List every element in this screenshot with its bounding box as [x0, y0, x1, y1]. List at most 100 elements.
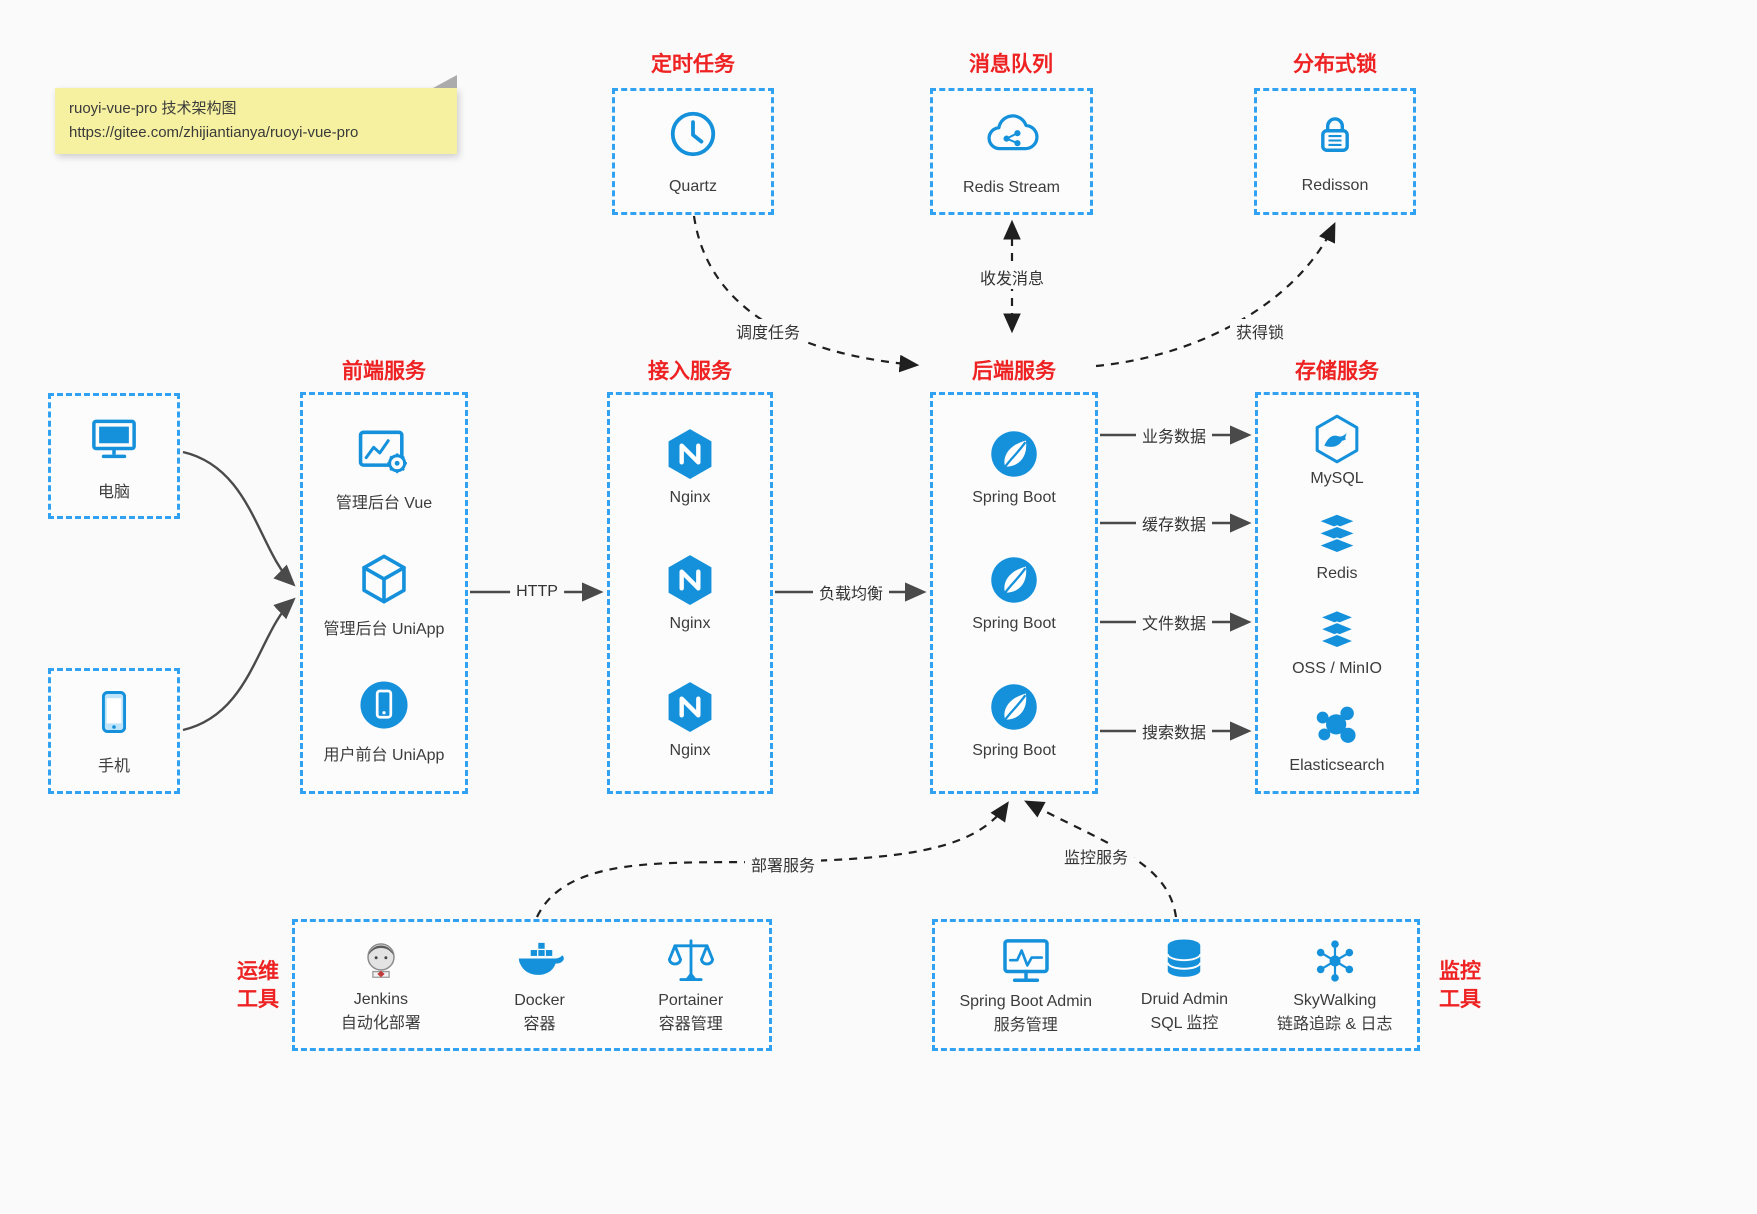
ops-tools-box: Jenkins 自动化部署 Docker 容器: [292, 919, 772, 1051]
monitoring-title-line2: 工具: [1439, 988, 1481, 1012]
quartz-box: Quartz: [612, 88, 774, 215]
desktop-icon: [86, 410, 142, 466]
oss-minio-label: OSS / MinIO: [1292, 659, 1382, 677]
sticky-note-url: https://gitee.com/zhijiantianya/ruoyi-vu…: [69, 124, 359, 141]
redis-label: Redis: [1316, 564, 1358, 582]
nginx-node: Nginx: [662, 426, 718, 507]
edge-label-deploy-service: 部署服务: [744, 852, 822, 876]
ops-title-line2: 工具: [237, 988, 279, 1012]
spring-boot-label: Spring Boot: [972, 488, 1056, 506]
redis-node: Redis: [1311, 509, 1363, 583]
spring-boot-node: Spring Boot: [972, 426, 1056, 507]
edge-label-http: HTTP: [510, 583, 564, 601]
storage-services-box: MySQL Redis: [1255, 392, 1419, 794]
title-message-queue: 消息队列: [969, 53, 1053, 76]
edge-acquire-lock: [1095, 222, 1336, 368]
lock-icon: [1309, 108, 1361, 160]
jenkins-name: Jenkins: [353, 991, 408, 1009]
user-uniapp-node: 用户前台 UniApp: [323, 676, 445, 765]
druid-admin-node: Druid Admin SQL 监控: [1141, 935, 1228, 1034]
nginx-label: Nginx: [669, 742, 711, 760]
backend-services-box: Spring Boot Spring Boot: [930, 392, 1098, 794]
oss-stack-icon: [1311, 604, 1363, 656]
spring-boot-label: Spring Boot: [972, 742, 1056, 760]
ops-title-line1: 运维: [237, 960, 279, 983]
elasticsearch-label: Elasticsearch: [1289, 756, 1385, 774]
spring-boot-node: Spring Boot: [972, 679, 1056, 760]
monitoring-title-line1: 监控: [1439, 960, 1481, 983]
redisson-box: Redisson: [1254, 88, 1416, 215]
nginx-node: Nginx: [662, 679, 718, 760]
user-app-icon: [355, 676, 413, 734]
pc-client-box: 电脑: [48, 393, 180, 519]
admin-uniapp-label: 管理后台 UniApp: [323, 620, 445, 638]
spring-boot-admin-node: Spring Boot Admin 服务管理: [959, 933, 1092, 1036]
elasticsearch-node: Elasticsearch: [1289, 699, 1385, 775]
spring-boot-admin-desc: 服务管理: [993, 1017, 1058, 1034]
title-ops-tools: 运维 工具: [232, 958, 284, 1015]
mobile-client-box: 手机: [48, 668, 180, 794]
skywalking-node: SkyWalking 链路追踪 & 日志: [1277, 934, 1393, 1035]
nginx-node: Nginx: [662, 552, 718, 633]
spring-boot-node: Spring Boot: [972, 552, 1056, 633]
mysql-node: MySQL: [1310, 412, 1364, 488]
nginx-label: Nginx: [669, 615, 711, 633]
admin-vue-label: 管理后台 Vue: [335, 494, 433, 512]
spring-icon: [986, 552, 1042, 608]
admin-uniapp-node: 管理后台 UniApp: [323, 550, 445, 639]
portainer-icon: [664, 934, 718, 988]
clock-icon: [666, 107, 720, 161]
docker-name: Docker: [514, 992, 565, 1010]
portainer-name: Portainer: [658, 992, 724, 1010]
edge-label-file-data: 文件数据: [1135, 610, 1213, 634]
quartz-label: Quartz: [668, 177, 717, 195]
nginx-label: Nginx: [669, 488, 711, 506]
uniapp-cube-icon: [355, 550, 413, 608]
spring-boot-admin-name: Spring Boot Admin: [959, 993, 1092, 1011]
edge-label-acquire-lock: 获得锁: [1229, 319, 1291, 343]
sticky-note-title: ruoyi-vue-pro 技术架构图: [69, 100, 237, 117]
spring-boot-label: Spring Boot: [972, 615, 1056, 633]
druid-admin-name: Druid Admin: [1140, 991, 1229, 1009]
docker-node: Docker 容器: [513, 934, 567, 1035]
nginx-icon: [662, 552, 718, 608]
title-backend-services: 后端服务: [972, 360, 1056, 383]
druid-admin-desc: SQL 监控: [1150, 1015, 1219, 1032]
spring-icon: [986, 426, 1042, 482]
docker-icon: [513, 934, 567, 988]
jenkins-icon: [355, 935, 407, 987]
edge-label-search-data: 搜索数据: [1135, 719, 1213, 743]
cloud-network-icon: [983, 106, 1041, 164]
frontend-services-box: 管理后台 Vue 管理后台 UniApp: [300, 392, 468, 794]
mobile-client-label: 手机: [97, 758, 130, 775]
jenkins-desc: 自动化部署: [340, 1015, 421, 1032]
skywalking-icon: [1308, 934, 1362, 988]
mysql-icon: [1310, 412, 1364, 466]
user-uniapp-label: 用户前台 UniApp: [323, 746, 445, 764]
elasticsearch-icon: [1310, 699, 1364, 753]
redis-stream-box: Redis Stream: [930, 88, 1093, 215]
redisson-label: Redisson: [1301, 177, 1369, 195]
portainer-node: Portainer 容器管理: [658, 934, 723, 1035]
pc-client-label: 电脑: [97, 484, 130, 501]
edge-label-monitor-service: 监控服务: [1057, 844, 1135, 868]
oss-minio-node: OSS / MinIO: [1292, 604, 1382, 678]
skywalking-name: SkyWalking: [1293, 992, 1377, 1010]
nginx-icon: [662, 679, 718, 735]
portainer-desc: 容器管理: [658, 1016, 723, 1033]
smartphone-icon: [88, 686, 140, 738]
druid-db-icon: [1158, 935, 1210, 987]
title-distributed-lock: 分布式锁: [1293, 53, 1377, 76]
redis-stream-label: Redis Stream: [963, 178, 1060, 196]
mysql-label: MySQL: [1310, 469, 1364, 487]
docker-desc: 容器: [523, 1016, 556, 1033]
edge-label-send-receive-message: 收发消息: [973, 265, 1051, 289]
edge-pc-to-frontend: [182, 450, 296, 587]
edge-label-business-data: 业务数据: [1135, 423, 1213, 447]
sticky-note: ruoyi-vue-pro 技术架构图 https://gitee.com/zh…: [55, 75, 457, 154]
spring-icon: [986, 679, 1042, 735]
edge-phone-to-frontend: [182, 597, 296, 732]
redis-stack-icon: [1311, 509, 1363, 561]
